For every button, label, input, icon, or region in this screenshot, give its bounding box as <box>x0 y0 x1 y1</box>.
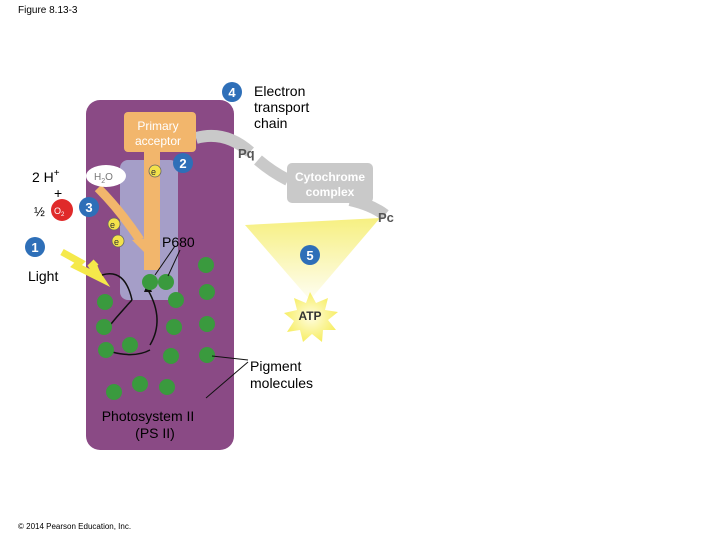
svg-text:4: 4 <box>228 85 236 100</box>
svg-text:1: 1 <box>31 240 38 255</box>
pigment-pointer-2 <box>205 361 249 399</box>
step-5-badge: 5 <box>300 245 320 265</box>
step-3-badge: 3 <box>79 197 99 217</box>
two-h-plus: 2 H+ <box>32 168 60 185</box>
pigment-molecules-group <box>96 257 215 400</box>
svg-text:5: 5 <box>306 248 313 263</box>
electron-3: e <box>111 234 125 248</box>
h2o-label: H2O <box>94 172 113 185</box>
pc-label: Pc <box>378 210 394 225</box>
svg-text:e: e <box>110 220 115 230</box>
cytochrome-line2: complex <box>306 185 355 199</box>
step-4-badge: 4 <box>222 82 242 102</box>
etc-label-line2: transport <box>254 99 309 115</box>
plus-sign: + <box>54 185 62 201</box>
p680-pointer-2 <box>167 249 181 277</box>
atp-label: ATP <box>298 309 321 323</box>
half-label: ½ <box>34 204 45 219</box>
oxygen-molecule <box>51 199 73 221</box>
pigment-pointer-1 <box>211 355 249 361</box>
primary-acceptor-box <box>124 112 196 152</box>
figure-label: Figure 8.13-3 <box>18 5 78 16</box>
light-bolt-head <box>88 262 104 282</box>
atp-burst <box>284 292 338 342</box>
copyright-notice: © 2014 Pearson Education, Inc. <box>18 522 132 531</box>
light-label: Light <box>28 268 58 284</box>
pigment-label-line1: Pigment <box>250 358 301 374</box>
pathway-arrow-1 <box>101 273 133 301</box>
water-arrowhead <box>132 238 148 254</box>
pq-label: Pq <box>238 146 255 161</box>
pigment-label-line2: molecules <box>250 375 313 391</box>
water-electron-arrow <box>94 184 144 243</box>
photosystem-label-line1: Photosystem II <box>102 408 195 424</box>
photosystem-label-line2: (PS II) <box>135 425 175 441</box>
step-2-badge: 2 <box>173 153 193 173</box>
primary-acceptor-line1: Primary <box>137 119 178 133</box>
svg-text:e: e <box>151 167 156 177</box>
svg-text:2: 2 <box>179 156 186 171</box>
primary-acceptor-line2: acceptor <box>135 134 181 148</box>
p680-pointer-1 <box>154 245 176 276</box>
etc-label-line1: Electron <box>254 83 305 99</box>
cytochrome-line1: Cytochrome <box>295 170 365 184</box>
electron-2: e <box>107 217 121 231</box>
etc-arrow-cytochrome <box>254 155 291 186</box>
svg-text:e: e <box>114 237 119 247</box>
h2o-capsule <box>86 165 126 187</box>
pathway-arrow-4 <box>147 289 158 346</box>
electron-1: e <box>148 164 162 178</box>
p680-label: P680 <box>162 234 195 250</box>
o2-label: O2 <box>54 206 65 218</box>
etc-label-line3: chain <box>254 115 287 131</box>
svg-text:3: 3 <box>85 200 92 215</box>
step-1-badge: 1 <box>25 237 45 257</box>
etc-arrow-pq <box>194 129 254 157</box>
cytochrome-box <box>287 163 373 203</box>
pathway-arrow-3 <box>111 349 151 356</box>
